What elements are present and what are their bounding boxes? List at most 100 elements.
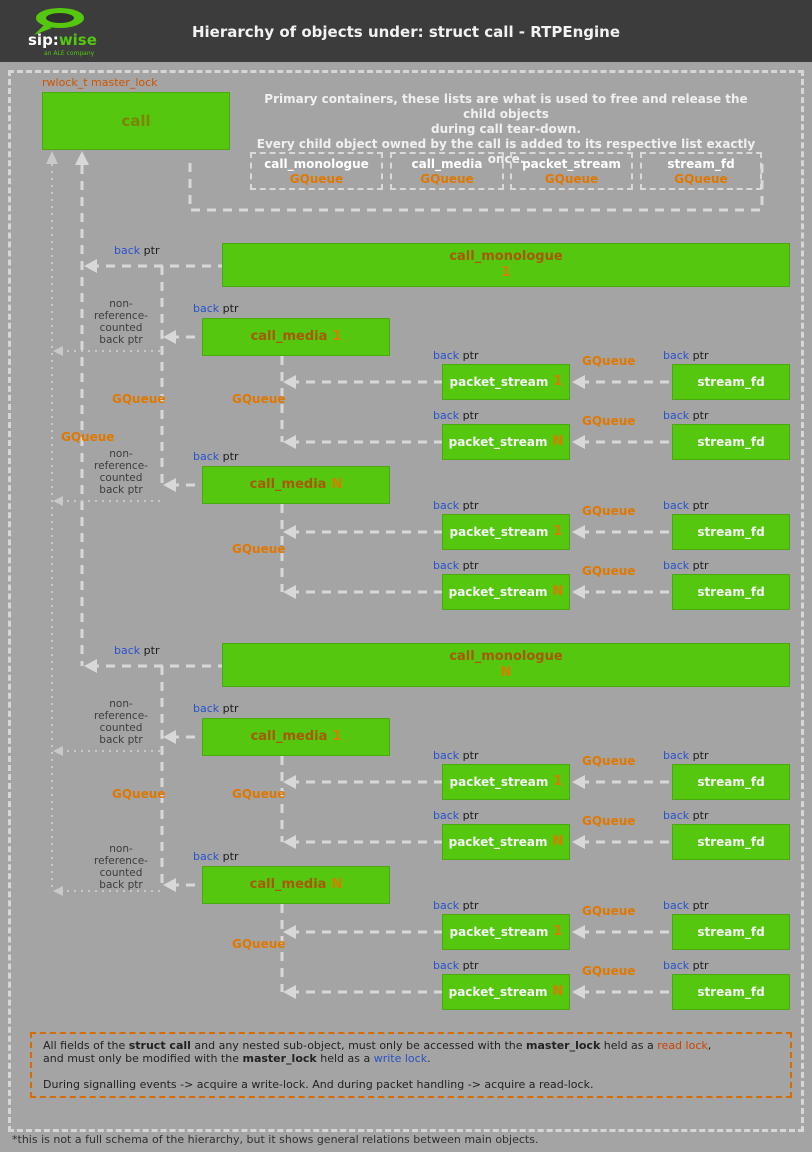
legend-text: and any nested sub-object, must only be … bbox=[190, 1039, 527, 1052]
gqueue-label: GQueue bbox=[112, 787, 166, 801]
back-ptr-label: back ptr bbox=[193, 450, 238, 463]
back-ptr-label: back ptr bbox=[663, 809, 708, 822]
ptr-word: ptr bbox=[222, 302, 239, 315]
packet-stream-box: packet_stream N bbox=[442, 974, 570, 1010]
queue-type: GQueue bbox=[289, 171, 344, 186]
queue-type: GQueue bbox=[420, 171, 474, 186]
header: sip:wise an ALE company Hierarchy of obj… bbox=[0, 0, 812, 62]
back-word: back bbox=[433, 749, 460, 762]
stream-fd-box: stream_fd bbox=[672, 764, 790, 800]
ptr-word: ptr bbox=[462, 959, 479, 972]
legend-line-1: All fields of the struct call and any ne… bbox=[43, 1039, 779, 1052]
box-number: N bbox=[552, 434, 564, 449]
back-word: back bbox=[663, 349, 690, 362]
legend-text: and must only be modified with the bbox=[43, 1052, 243, 1065]
legend-term-master-lock: master_lock bbox=[526, 1039, 601, 1052]
nonref-line: counted bbox=[99, 322, 143, 334]
box-label: packet_stream bbox=[449, 925, 549, 939]
back-word: back bbox=[663, 559, 690, 572]
ptr-word: ptr bbox=[222, 702, 239, 715]
ptr-word: ptr bbox=[692, 499, 709, 512]
back-ptr-label: back ptr bbox=[433, 559, 478, 572]
legend-line-2: and must only be modified with the maste… bbox=[43, 1052, 779, 1065]
sipwise-logo: sip:wise an ALE company bbox=[28, 8, 97, 57]
box-label: call_media bbox=[250, 729, 328, 744]
box-label: packet_stream bbox=[448, 835, 548, 849]
ptr-word: ptr bbox=[462, 409, 479, 422]
footnote: *this is not a full schema of the hierar… bbox=[12, 1133, 539, 1146]
back-word: back bbox=[663, 409, 690, 422]
legend-line-3: During signalling events -> acquire a wr… bbox=[43, 1078, 594, 1091]
nonref-line: back ptr bbox=[99, 734, 143, 746]
back-ptr-label: back ptr bbox=[663, 959, 708, 972]
box-number: N bbox=[552, 984, 564, 999]
back-word: back bbox=[193, 450, 220, 463]
back-word: back bbox=[114, 244, 141, 257]
back-ptr-label: back ptr bbox=[663, 499, 708, 512]
logo-text: sip:wise bbox=[28, 31, 97, 49]
back-word: back bbox=[433, 409, 460, 422]
nonref-backptr-label: non- reference- counted back ptr bbox=[85, 448, 157, 496]
nonref-backptr-label: non- reference- counted back ptr bbox=[85, 698, 157, 746]
logo-bubble-inner bbox=[46, 13, 74, 23]
gqueue-label: GQueue bbox=[112, 392, 166, 406]
packet-stream-box: packet_stream 1 bbox=[442, 764, 570, 800]
back-word: back bbox=[193, 302, 220, 315]
primary-note-line: Every child object owned by the call is … bbox=[256, 137, 756, 166]
box-number: N bbox=[500, 665, 512, 680]
queue-list-box-call-media: call_media GQueue bbox=[390, 152, 504, 190]
box-label: packet_stream bbox=[448, 985, 548, 999]
box-label: stream_fd bbox=[697, 375, 765, 389]
box-number: 1 bbox=[501, 265, 511, 280]
box-label: stream_fd bbox=[697, 775, 765, 789]
page-title: Hierarchy of objects under: struct call … bbox=[191, 23, 621, 41]
dotted-connectors bbox=[51, 164, 160, 892]
stream-fd-box: stream_fd bbox=[672, 824, 790, 860]
queue-type: GQueue bbox=[544, 171, 599, 186]
back-word: back bbox=[663, 899, 690, 912]
queue-list-box-stream-fd: stream_fd GQueue bbox=[640, 152, 762, 190]
box-number: N bbox=[552, 584, 564, 599]
gqueue-label: GQueue bbox=[582, 904, 636, 918]
ptr-word: ptr bbox=[462, 809, 479, 822]
box-number: 1 bbox=[332, 729, 342, 744]
primary-note-line: during call tear-down. bbox=[431, 122, 581, 136]
dashed-arrowheads bbox=[75, 151, 585, 999]
back-ptr-label: back ptr bbox=[663, 559, 708, 572]
back-ptr-label: back ptr bbox=[433, 899, 478, 912]
call-media-box: call_media 1 bbox=[202, 718, 390, 756]
dotted-arrowheads bbox=[46, 151, 63, 896]
box-number: 1 bbox=[553, 774, 563, 789]
back-word: back bbox=[663, 499, 690, 512]
gqueue-label: GQueue bbox=[582, 814, 636, 828]
back-ptr-label: back ptr bbox=[433, 409, 478, 422]
ptr-word: ptr bbox=[692, 959, 709, 972]
ptr-word: ptr bbox=[692, 349, 709, 362]
box-number: 1 bbox=[553, 524, 563, 539]
nonref-line: counted bbox=[99, 472, 143, 484]
ptr-word: ptr bbox=[143, 244, 160, 257]
box-label: packet_stream bbox=[449, 775, 549, 789]
call-box-label: call bbox=[121, 112, 151, 130]
ptr-word: ptr bbox=[143, 644, 160, 657]
gqueue-label: GQueue bbox=[582, 354, 636, 368]
nonref-line: back ptr bbox=[99, 879, 143, 891]
legend-text: All fields of the bbox=[43, 1039, 129, 1052]
queue-name: call_monologue bbox=[264, 156, 369, 171]
ptr-word: ptr bbox=[692, 809, 709, 822]
back-word: back bbox=[433, 349, 460, 362]
back-ptr-label: back ptr bbox=[193, 302, 238, 315]
logo-tagline: an ALE company bbox=[44, 50, 95, 57]
ptr-word: ptr bbox=[692, 899, 709, 912]
back-ptr-label: back ptr bbox=[433, 499, 478, 512]
primary-note-line: Primary containers, these lists are what… bbox=[264, 92, 748, 121]
ptr-word: ptr bbox=[222, 850, 239, 863]
box-label: stream_fd bbox=[697, 525, 765, 539]
logo-sip: sip: bbox=[28, 31, 59, 49]
logo-wise: wise bbox=[59, 31, 97, 49]
